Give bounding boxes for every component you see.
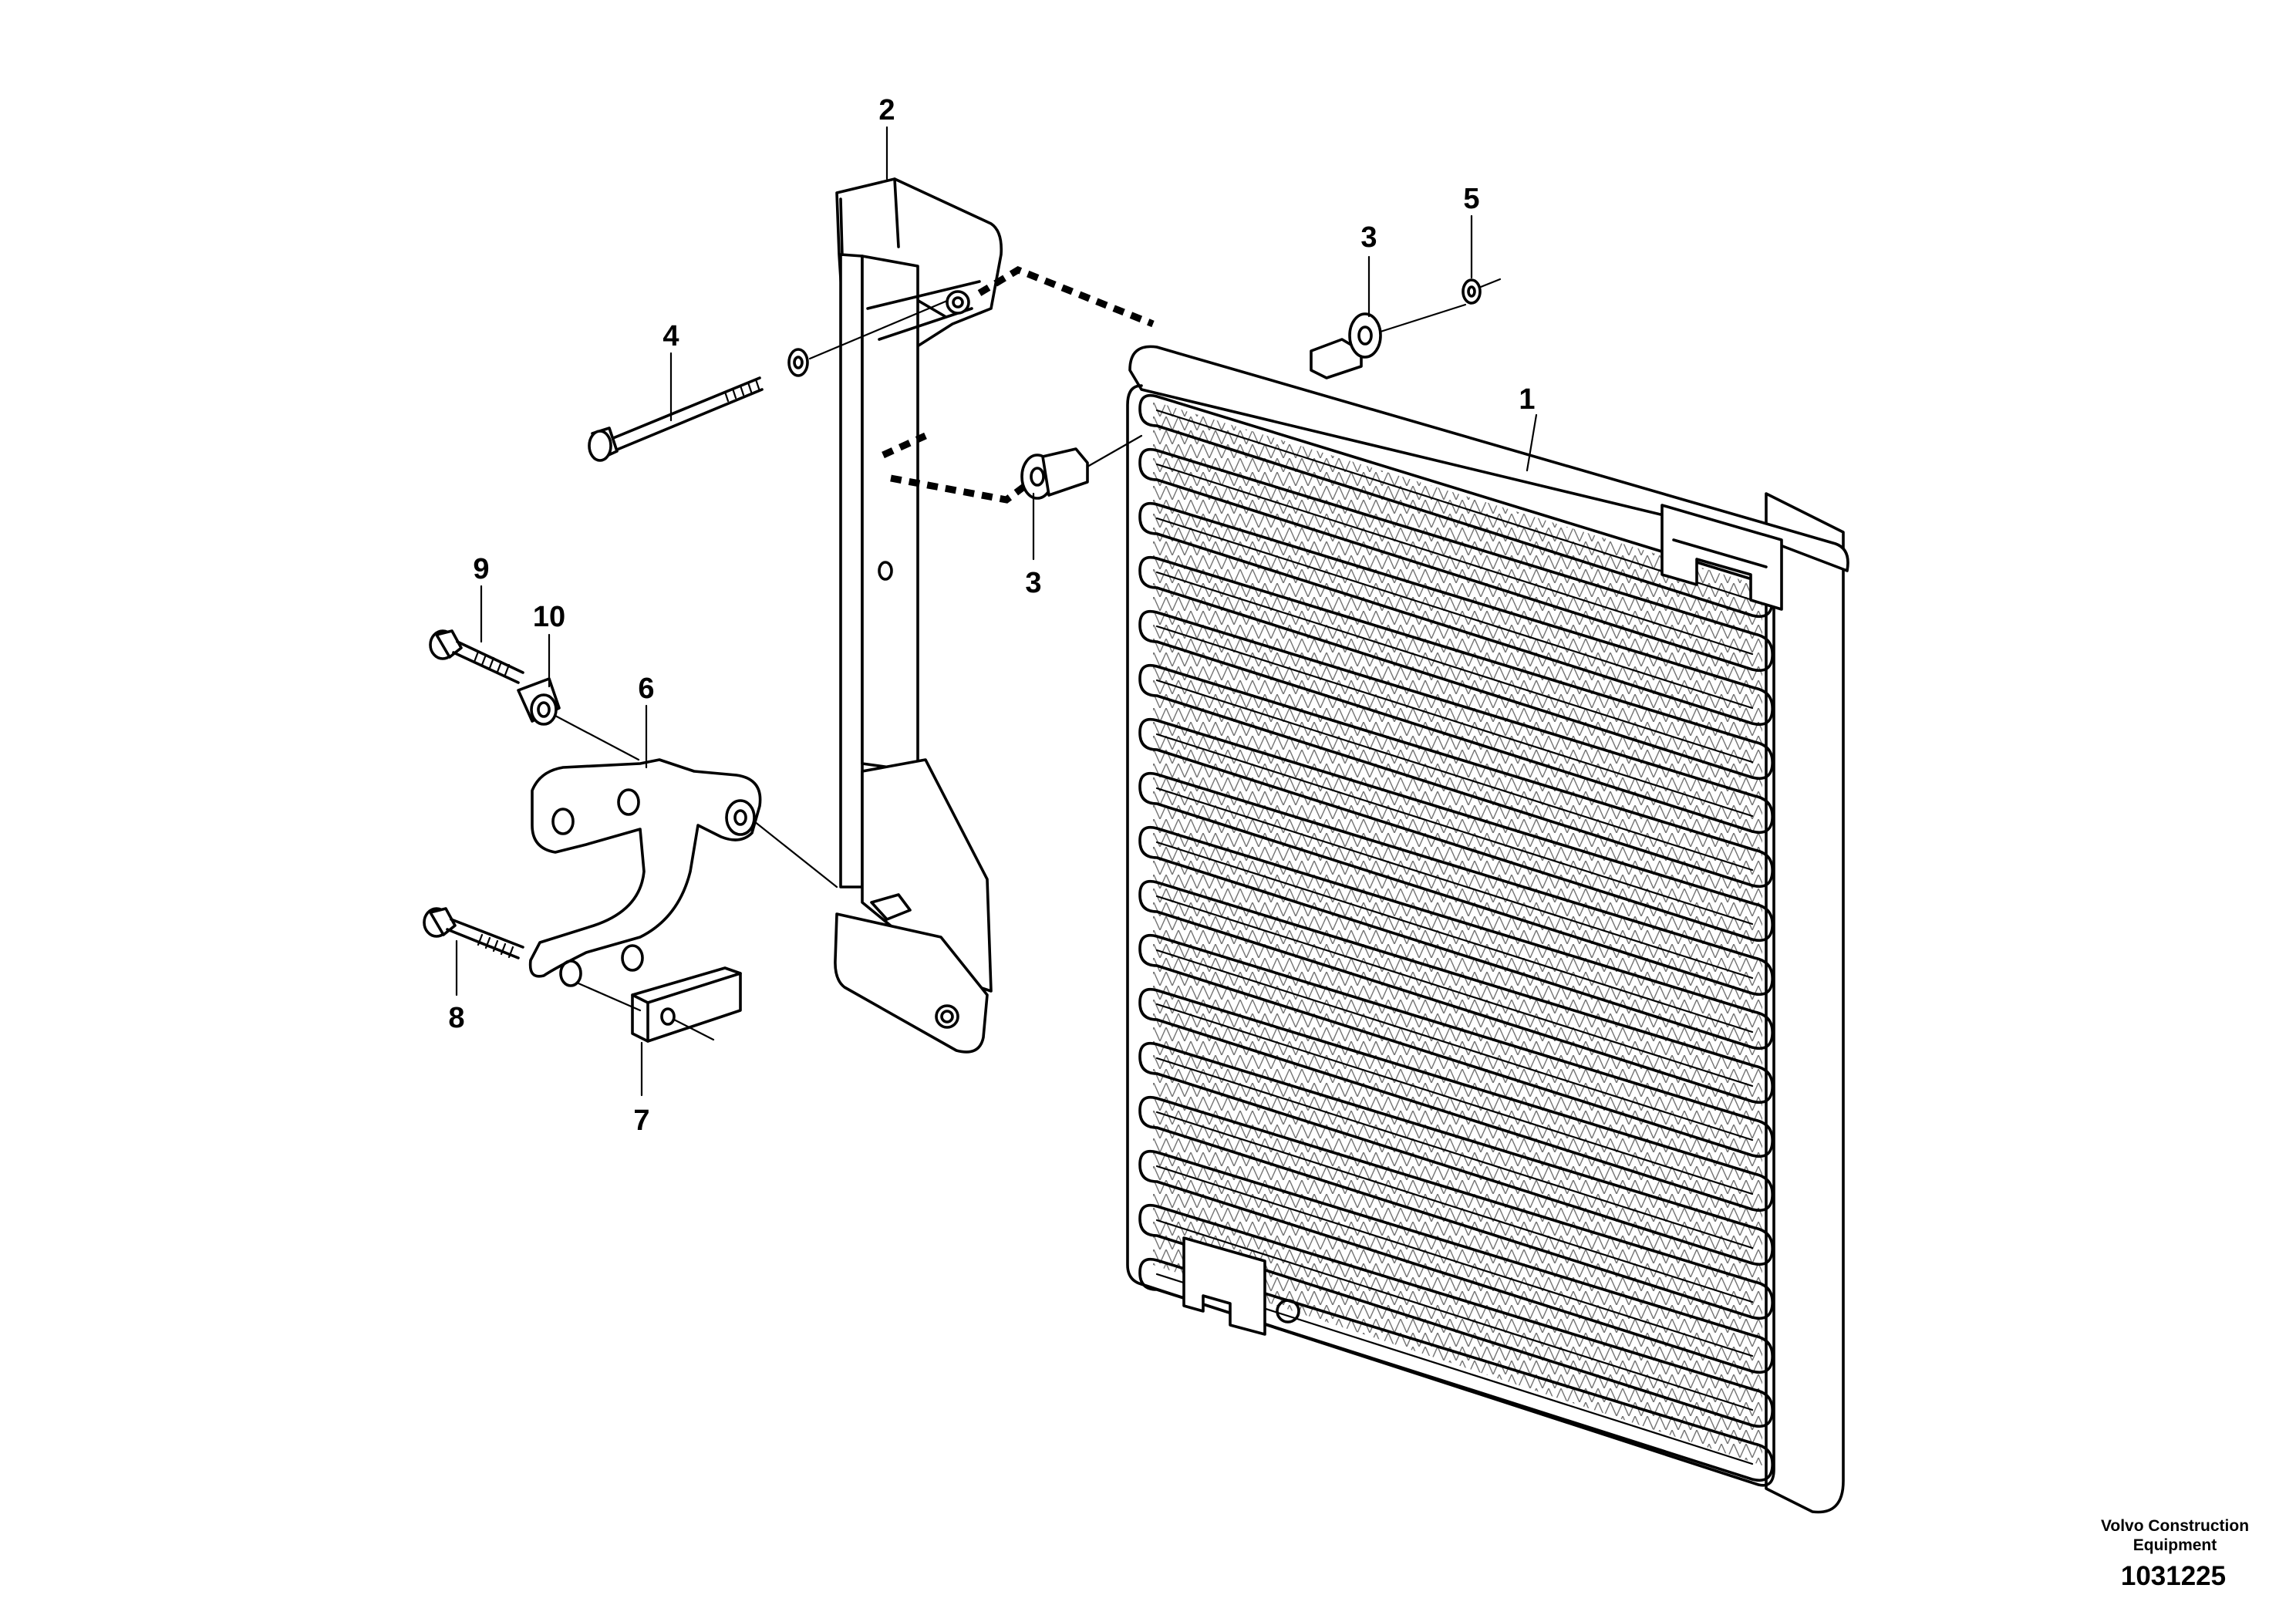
condenser-tube: [1138, 933, 1774, 1158]
callout-8: 8: [448, 1002, 464, 1034]
condenser-tube-inner: [1155, 733, 1754, 926]
condenser-tube-inner: [1155, 1111, 1754, 1303]
condenser-tube: [1138, 501, 1774, 727]
condenser-tube: [1138, 879, 1774, 1104]
condenser-tube-inner: [1155, 463, 1754, 656]
condenser-tube-inner: [1155, 625, 1754, 818]
condenser-tube-inner: [1155, 517, 1754, 710]
condenser-tube: [1138, 447, 1774, 673]
condenser-tube: [1138, 1041, 1774, 1266]
mounting-bracket: [834, 177, 1003, 1054]
condenser-tube: [1138, 663, 1774, 889]
condenser-tube: [1138, 717, 1774, 943]
condenser-tube-inner: [1155, 1003, 1754, 1195]
brand-line-2: Equipment: [2133, 1536, 2217, 1554]
document-number: 1031225: [2121, 1561, 2226, 1591]
condenser-tube: [1138, 1257, 1774, 1482]
dashed-connection-bottom: [882, 432, 1040, 504]
condenser-tube-inner: [1155, 571, 1754, 764]
condenser-tube-inner: [1155, 895, 1754, 1088]
condenser-tube-inner: [1155, 1057, 1754, 1249]
screw-part-9: [429, 629, 524, 684]
condenser: [1126, 345, 1849, 1514]
condenser-tube-inner: [1155, 787, 1754, 980]
brand-line-1: Volvo Construction: [2101, 1517, 2249, 1535]
fitting-part-3-lower: [1020, 434, 1143, 500]
condenser-tube-inner: [1155, 1219, 1754, 1411]
callout-2: 2: [878, 94, 895, 126]
callout-3-lower: 3: [1025, 567, 1041, 599]
callout-5: 5: [1463, 183, 1479, 215]
condenser-tube: [1138, 987, 1774, 1212]
condenser-tube-inner: [1155, 841, 1754, 1034]
condenser-tube: [1138, 825, 1774, 1050]
screw-part-8: [423, 907, 524, 959]
callout-9: 9: [473, 553, 489, 585]
spacer-part-10: [517, 677, 640, 761]
washer-part-5: [1462, 278, 1502, 305]
condenser-tube: [1138, 555, 1774, 781]
callout-1: 1: [1519, 383, 1535, 416]
clamp-bracket-part-6: [528, 758, 838, 987]
condenser-tube-inner: [1155, 949, 1754, 1141]
condenser-tubes: [1138, 393, 1774, 1482]
callout-10: 10: [533, 601, 565, 633]
callout-7: 7: [633, 1104, 649, 1137]
condenser-tube: [1138, 771, 1774, 996]
condenser-tube: [1138, 1203, 1774, 1428]
condenser-tube-inner: [1155, 1165, 1754, 1357]
condenser-tube-inner: [1155, 679, 1754, 872]
callout-4: 4: [663, 320, 679, 352]
callout-6: 6: [638, 673, 654, 705]
callout-3-upper: 3: [1360, 221, 1377, 254]
leader-lines: [455, 126, 1538, 1097]
plate-part-7: [577, 966, 742, 1043]
condenser-tube: [1138, 609, 1774, 835]
dashed-connection-top: [977, 265, 1155, 328]
condenser-tube: [1138, 1095, 1774, 1320]
condenser-tube: [1138, 1149, 1774, 1374]
bolt-part-4: [588, 299, 949, 462]
condenser-tube-inner: [1155, 409, 1754, 602]
fitting-part-3-upper: [1310, 303, 1467, 379]
